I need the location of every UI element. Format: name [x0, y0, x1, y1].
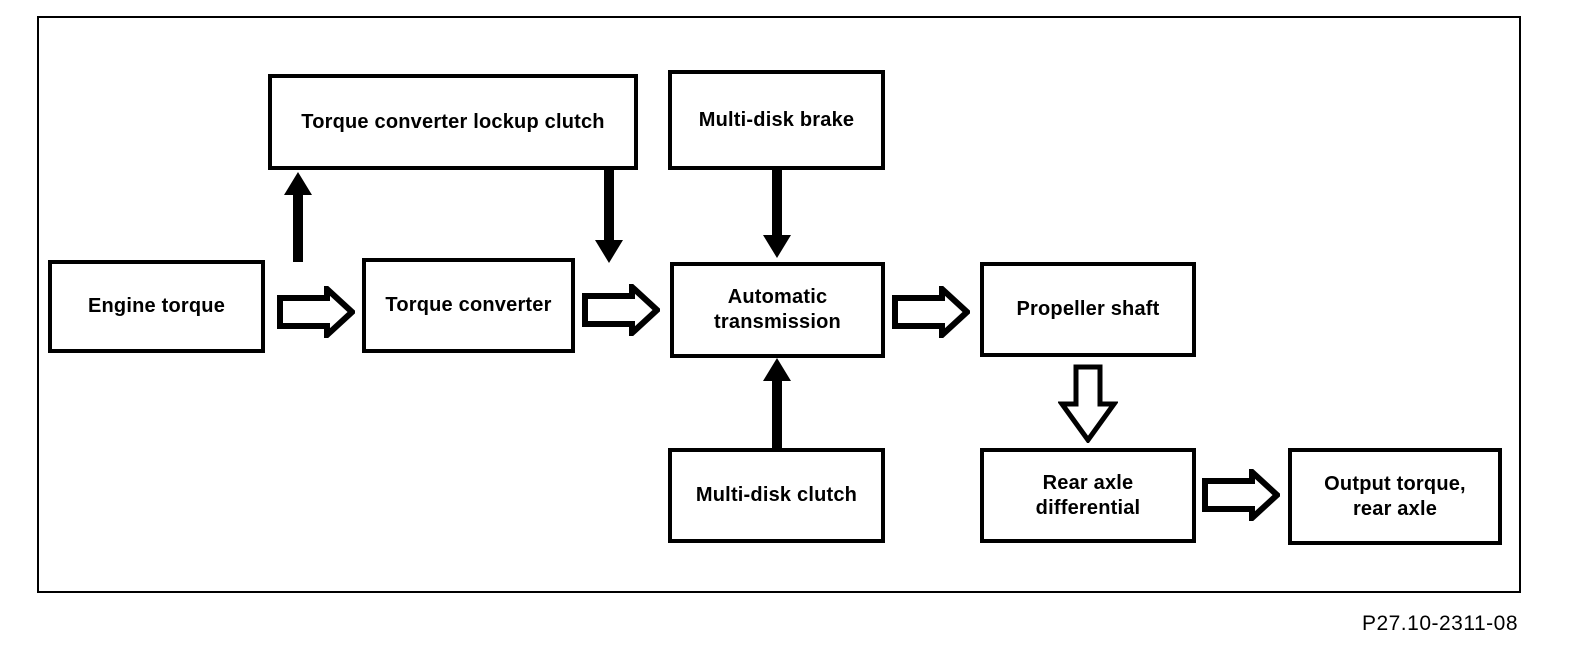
node-label: Engine torque — [87, 295, 226, 317]
node-output-torque-rear-axle: Output torque, rear axle — [1288, 448, 1502, 545]
solid-arrow-up-icon — [763, 358, 791, 448]
node-label: Propeller shaft — [1016, 298, 1160, 320]
node-engine-torque: Engine torque — [48, 260, 265, 353]
node-rear-axle-differential: Rear axle differential — [980, 448, 1196, 543]
node-multi-disk-brake: Multi-disk brake — [668, 70, 885, 170]
node-label: Multi-disk clutch — [695, 484, 858, 506]
node-label: Rear axle differential — [1035, 471, 1141, 519]
node-torque-converter: Torque converter — [362, 258, 575, 353]
flow-arrow-right-icon — [277, 286, 355, 338]
node-label: Torque converter lockup clutch — [301, 110, 605, 133]
node-propeller-shaft: Propeller shaft — [980, 262, 1196, 357]
hollow-arrow-down-icon — [1058, 364, 1118, 443]
solid-arrow-up-icon — [284, 172, 312, 262]
flow-arrow-right-icon — [1202, 469, 1280, 521]
node-label: Torque converter — [385, 294, 552, 316]
solid-arrow-down-icon — [595, 170, 623, 263]
solid-arrow-down-icon — [763, 170, 791, 258]
flow-arrow-right-icon — [582, 284, 660, 336]
node-label: Multi-disk brake — [698, 108, 855, 131]
node-torque-converter-lockup-clutch: Torque converter lockup clutch — [268, 74, 638, 170]
node-automatic-transmission: Automatic transmission — [670, 262, 885, 358]
node-label: Automatic transmission — [714, 286, 841, 333]
part-number-label: P27.10-2311-08 — [1361, 612, 1518, 635]
flow-arrow-right-icon — [892, 286, 970, 338]
node-label: Output torque, rear axle — [1324, 472, 1466, 520]
node-multi-disk-clutch: Multi-disk clutch — [668, 448, 885, 543]
